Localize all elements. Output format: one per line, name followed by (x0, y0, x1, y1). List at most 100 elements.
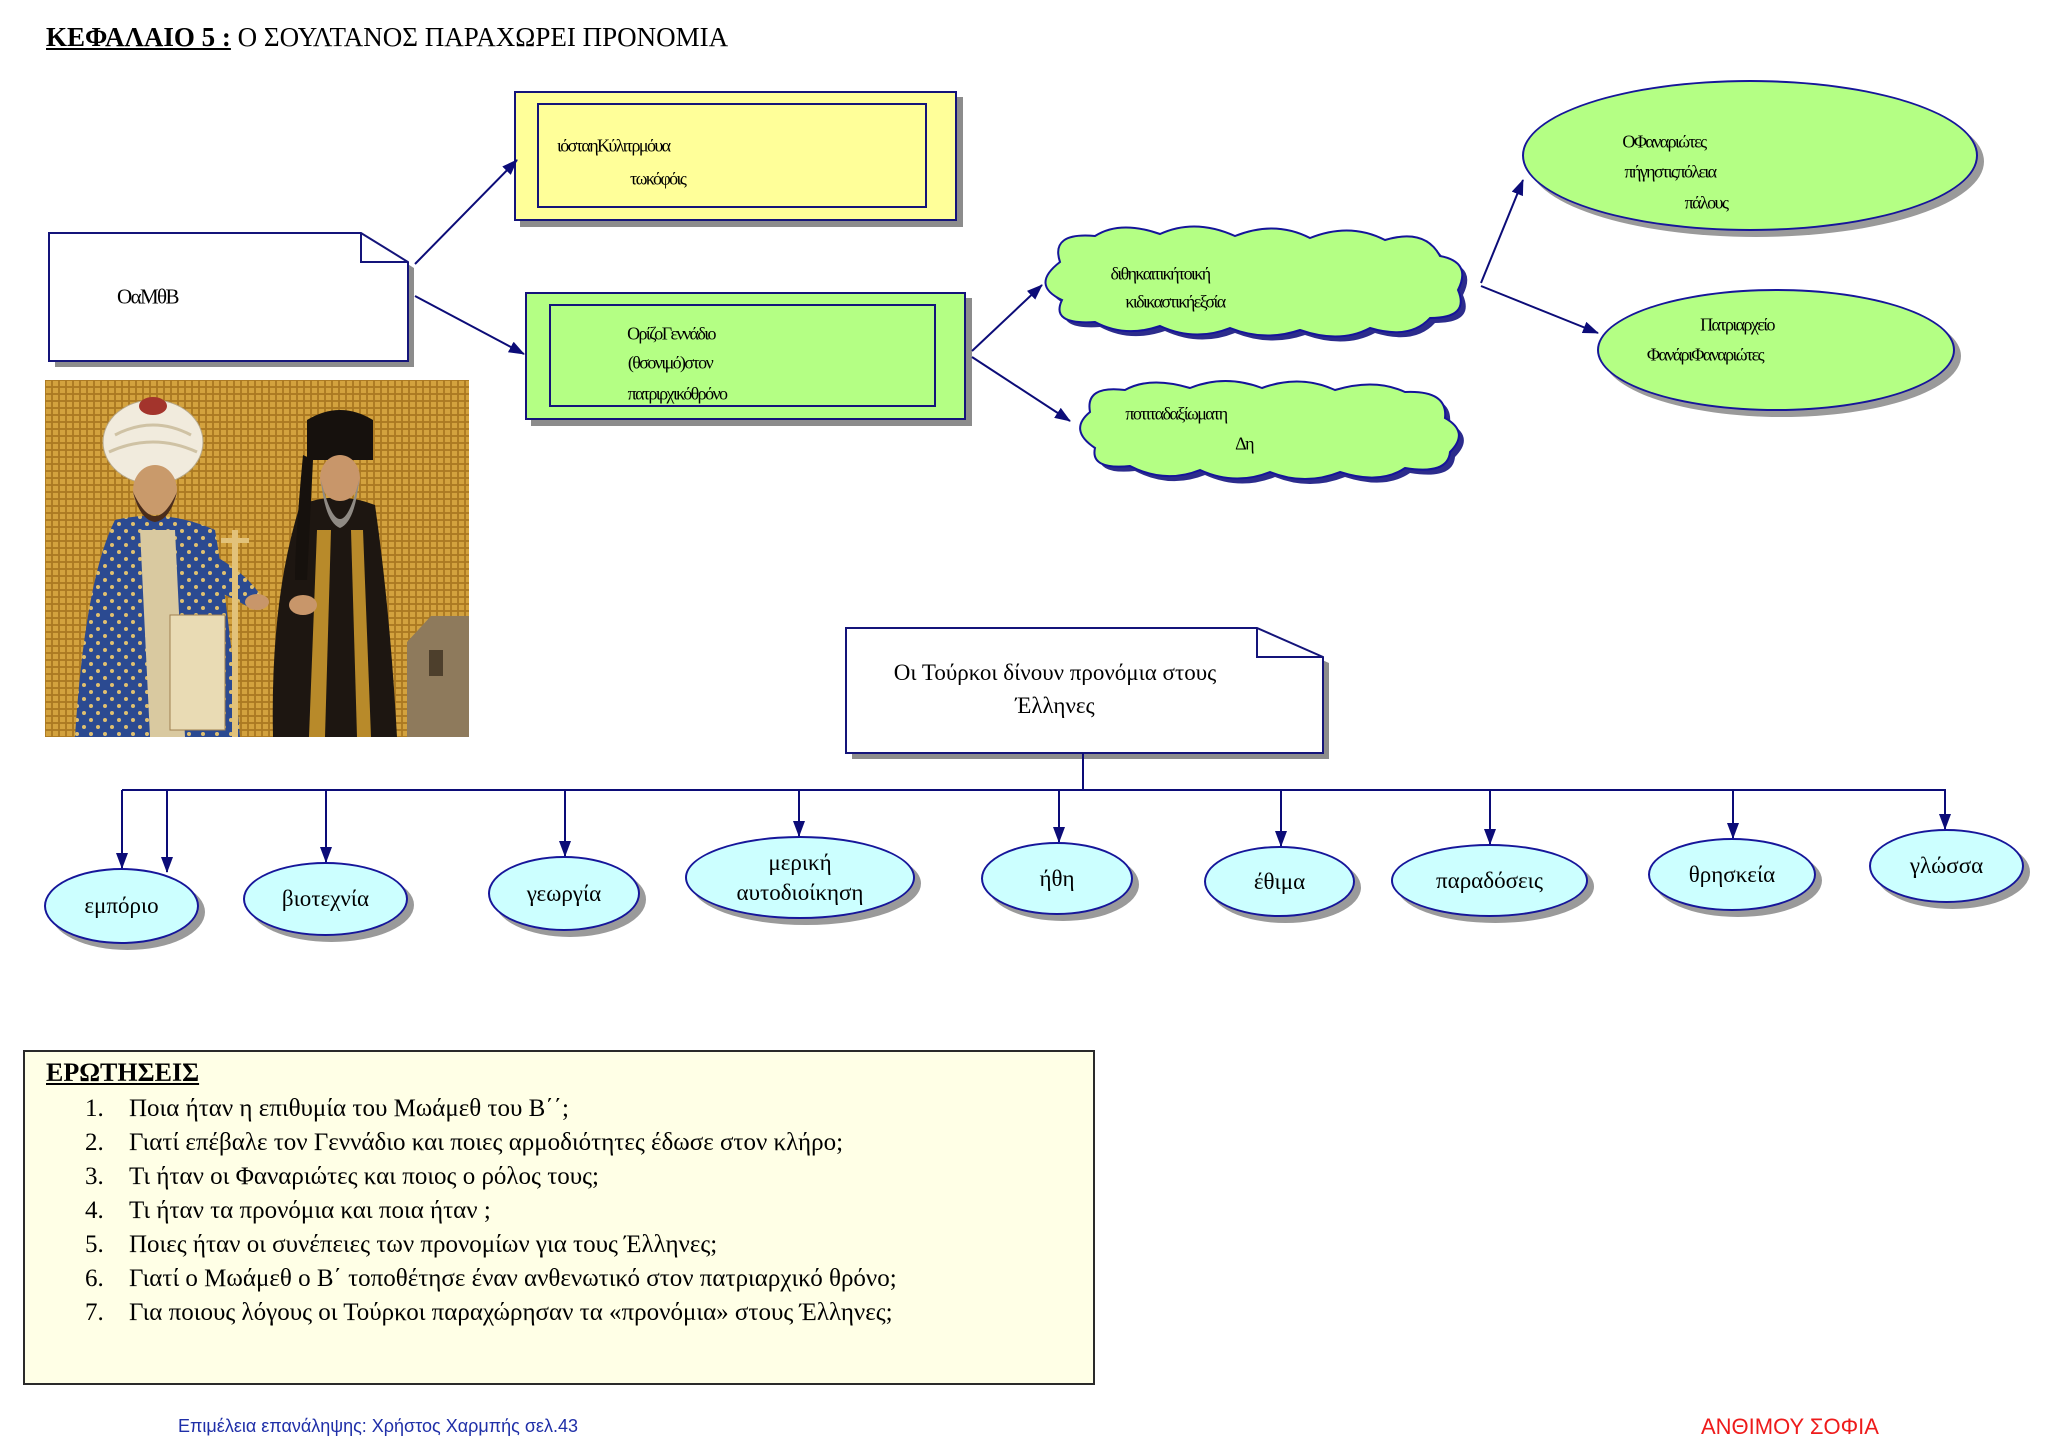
capital-box-inner-frame (537, 103, 927, 208)
footer-author: ΑΝΘΙΜΟΥ ΣΟΦΙΑ (1701, 1414, 1879, 1439)
privilege-label: εμπόριο (84, 893, 159, 918)
sultan-box-label: ΟαΜθΒ (117, 284, 180, 309)
question-text: Για ποιους λόγους οι Τούρκοι παραχώρησαν… (129, 1299, 893, 1326)
question-text: Τι ήταν οι Φαναριώτες και ποιος ο ρόλος … (129, 1163, 599, 1190)
sultan-face (133, 465, 177, 515)
question-item: 5. Ποιες ήταν οι συνέπειες των προνομίων … (85, 1228, 897, 1262)
question-number: 7. (85, 1299, 104, 1326)
patriarch-box (525, 292, 966, 420)
question-text: Γιατί ο Μωάμεθ ο Β΄ τοποθέτησε έναν ανθε… (129, 1265, 897, 1292)
privilege-religion: θρησκεία (1648, 838, 1816, 911)
question-number: 6. (85, 1265, 104, 1292)
question-number: 4. (85, 1197, 104, 1224)
phanariots-line-3: πάλους (1684, 192, 1729, 213)
question-number: 3. (85, 1163, 104, 1190)
turban-cap (139, 397, 167, 415)
privilege-manners: ήθη (981, 842, 1133, 915)
patriarch-box-line-2: (θσονιμό)στον (627, 352, 714, 373)
staff (232, 530, 238, 737)
privilege-traditions: παραδόσεις (1391, 844, 1588, 917)
privilege-label: γεωργία (526, 880, 602, 906)
sultan-beard (133, 492, 177, 522)
arrow-to-phanariots (1480, 179, 1524, 284)
title-cloud-line-1: ποτιταδαξίωματη (1125, 403, 1228, 424)
patriarchate-line-2: ΦανάριΦαναριώτες (1646, 344, 1765, 365)
privileges-box-fold (1256, 628, 1323, 658)
patriarch-hand (289, 595, 317, 615)
privilege-label: γλώσσα (1909, 853, 1984, 878)
patriarch-veil (295, 455, 313, 580)
chapter-title: Ο ΣΟΥΛΤΑΝΟΣ ΠΑΡΑΧΩΡΕΙ ΠΡΟΝΟΜΙΑ (230, 22, 729, 52)
sultan-arm (185, 545, 260, 608)
title-cloud-line-2: Δη (1235, 433, 1254, 454)
title-cloud (1079, 380, 1464, 484)
capital-box (514, 91, 957, 221)
question-text: Ποιες ήταν οι συνέπειες των προνομίων γι… (129, 1231, 718, 1258)
privilege-language: γλώσσα (1869, 829, 2024, 903)
questions-box: ΕΡΩΤΗΣΕΙΣ 1. Ποια ήταν η επιθυμία του Μωά… (23, 1050, 1095, 1385)
privilege-crafts: βιοτεχνία (243, 862, 408, 936)
privileges-box (845, 627, 1324, 754)
building-window (429, 650, 443, 676)
privilege-label: παραδόσεις (1436, 867, 1543, 893)
patriarch-beard (321, 480, 359, 528)
privilege-agriculture: γεωργία (488, 856, 640, 931)
phanariots-ellipse (1522, 80, 1978, 231)
chapter-label: ΚΕΦΑΛΑΙΟ 5 : (46, 22, 231, 52)
privilege-label-line-2: αυτοδιοίκηση (736, 879, 864, 905)
question-item: 4. Τι ήταν τα προνόμια και ποια ήταν ; (85, 1194, 897, 1228)
privilege-label: βιοτεχνία (281, 886, 370, 911)
powers-cloud (1044, 225, 1468, 342)
question-number: 2. (85, 1129, 104, 1156)
questions-title: ΕΡΩΤΗΣΕΙΣ (46, 1058, 200, 1087)
page-title: ΚΕΦΑΛΑΙΟ 5 : Ο ΣΟΥΛΤΑΝΟΣ ΠΑΡΑΧΩΡΕΙ ΠΡΟΝΟ… (46, 22, 728, 53)
capital-box-line-2: τωκόφόις (630, 168, 687, 189)
privilege-self-government: μερική αυτοδιοίκηση (685, 836, 915, 919)
arrow-sultan-to-patriarch (414, 295, 525, 355)
patriarchate-ellipse (1597, 289, 1955, 411)
arrow-sultan-to-capital (414, 159, 518, 265)
questions-list: 1. Ποια ήταν η επιθυμία του Μωάμεθ του Β΄… (85, 1092, 897, 1330)
question-item: 6. Γιατί ο Μωάμεθ ο Β΄ τοποθέτησε έναν αν… (85, 1262, 897, 1296)
question-text: Ποια ήταν η επιθυμία του Μωάμεθ του Β΄΄; (129, 1095, 569, 1122)
scroll (169, 614, 226, 731)
sultan-hand (245, 594, 269, 610)
question-item: 3. Τι ήταν οι Φαναριώτες και ποιος ο ρόλο… (85, 1160, 897, 1194)
powers-cloud-line-1: διθηκαιτικήτοική (1110, 263, 1211, 284)
question-text: Γιατί επέβαλε τον Γεννάδιο και ποιες αρμ… (129, 1129, 844, 1156)
phanariots-line-2: πήγηστιςπόλεια (1624, 161, 1717, 182)
question-item: 1. Ποια ήταν η επιθυμία του Μωάμεθ του Β΄… (85, 1092, 897, 1126)
patriarchate-line-1: Πατριαρχείο (1700, 314, 1775, 335)
privileges-box-line-1: Οι Τούρκοι δίνουν προνόμια στους (893, 660, 1217, 685)
staff-cross (221, 538, 249, 543)
privilege-customs: έθιμα (1204, 846, 1355, 917)
footer-credit: Επιμέλεια επανάληψης: Χρήστος Χαρμπής σε… (178, 1416, 578, 1436)
patriarch-stole (309, 530, 331, 737)
capital-box-line-1: ιόσταηΚύλιτρμόυα (557, 135, 671, 156)
question-number: 1. (85, 1095, 104, 1122)
privilege-label: ήθη (1039, 865, 1075, 891)
powers-cloud-line-2: κιδικαστικήεξσία (1125, 291, 1226, 312)
sultan-box-fold (360, 233, 408, 263)
question-text: Τι ήταν τα προνόμια και ποια ήταν ; (129, 1197, 491, 1224)
building (407, 616, 469, 737)
arrow-patriarch-to-title (971, 356, 1071, 422)
arrow-to-patriarchate (1480, 285, 1599, 334)
question-item: 7. Για ποιους λόγους οι Τούρκοι παραχώρησ… (85, 1296, 897, 1330)
patriarch-box-inner-frame (549, 304, 936, 407)
patriarch-box-line-3: πατριρχικόθρόνο (627, 383, 728, 404)
question-item: 2. Γιατί επέβαλε τον Γεννάδιο και ποιες α… (85, 1126, 897, 1160)
sultan-box (48, 232, 409, 362)
patriarch-face (320, 455, 360, 501)
patriarch-box-line-1: ΟρίζοΓεννάδιο (627, 323, 716, 344)
privilege-label-line-1: μερική (768, 849, 832, 875)
phanariots-line-1: ΟΦαναριώτες (1622, 131, 1707, 152)
patriarch-hat (307, 410, 373, 460)
arrow-patriarch-to-powers (971, 284, 1043, 352)
privileges-box-line-2: Έλληνες (1015, 693, 1095, 718)
privilege-trade: εμπόριο (44, 868, 199, 944)
question-number: 5. (85, 1231, 104, 1258)
privilege-label: έθιμα (1253, 868, 1306, 894)
sultan-patriarch-icon-image (45, 380, 469, 737)
